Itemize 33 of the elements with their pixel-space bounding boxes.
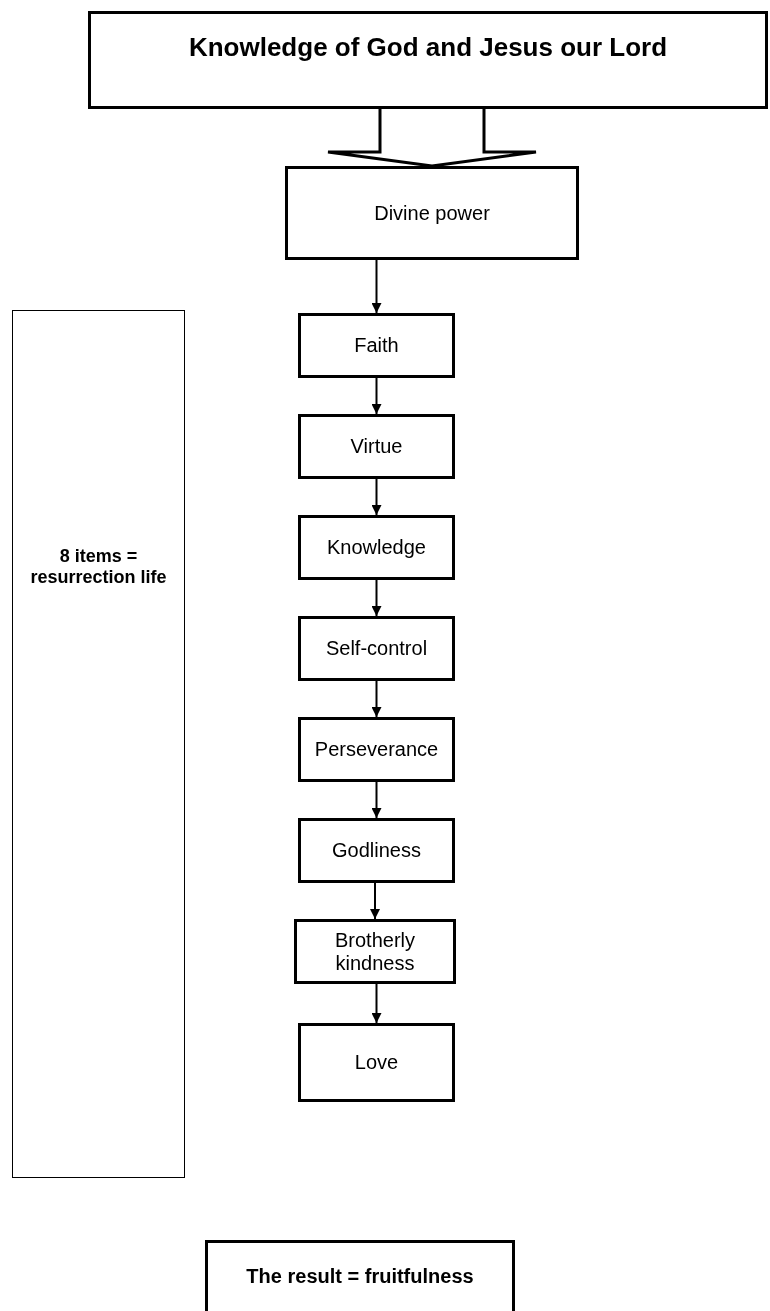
box-label: Godliness [332, 839, 421, 862]
process-box [294, 919, 456, 984]
process-box [298, 616, 455, 681]
arrow [371, 781, 382, 819]
box-label: Love [354, 1051, 399, 1074]
note-box [12, 310, 185, 1178]
arrow [371, 259, 382, 314]
arrow [370, 882, 380, 920]
box-label: Self-control [325, 637, 428, 660]
process-box [298, 313, 455, 378]
result-box [205, 1240, 515, 1311]
process-box [298, 717, 455, 782]
process-box [298, 1023, 455, 1102]
process-box [298, 515, 455, 580]
box-label: The result = fruitfulness [246, 1265, 474, 1288]
arrow [371, 680, 382, 718]
box-label: Divine power [374, 201, 490, 225]
title-box [88, 11, 768, 109]
process-box [285, 166, 579, 260]
box-label: Faith [354, 334, 399, 357]
title-text: Knowledge of God and Jesus our Lord [188, 32, 668, 63]
box-label: Perseverance [314, 738, 439, 761]
process-box [298, 414, 455, 479]
block-arrow [326, 107, 538, 168]
box-label: Knowledge [327, 536, 426, 559]
box-label: Brotherly kindness [334, 928, 416, 975]
process-box [298, 818, 455, 883]
arrow [371, 377, 382, 415]
box-label: Virtue [350, 435, 403, 458]
box-label: 8 items = resurrection life [29, 546, 168, 588]
arrow [371, 983, 382, 1024]
arrow [371, 478, 382, 516]
arrow [371, 579, 382, 617]
